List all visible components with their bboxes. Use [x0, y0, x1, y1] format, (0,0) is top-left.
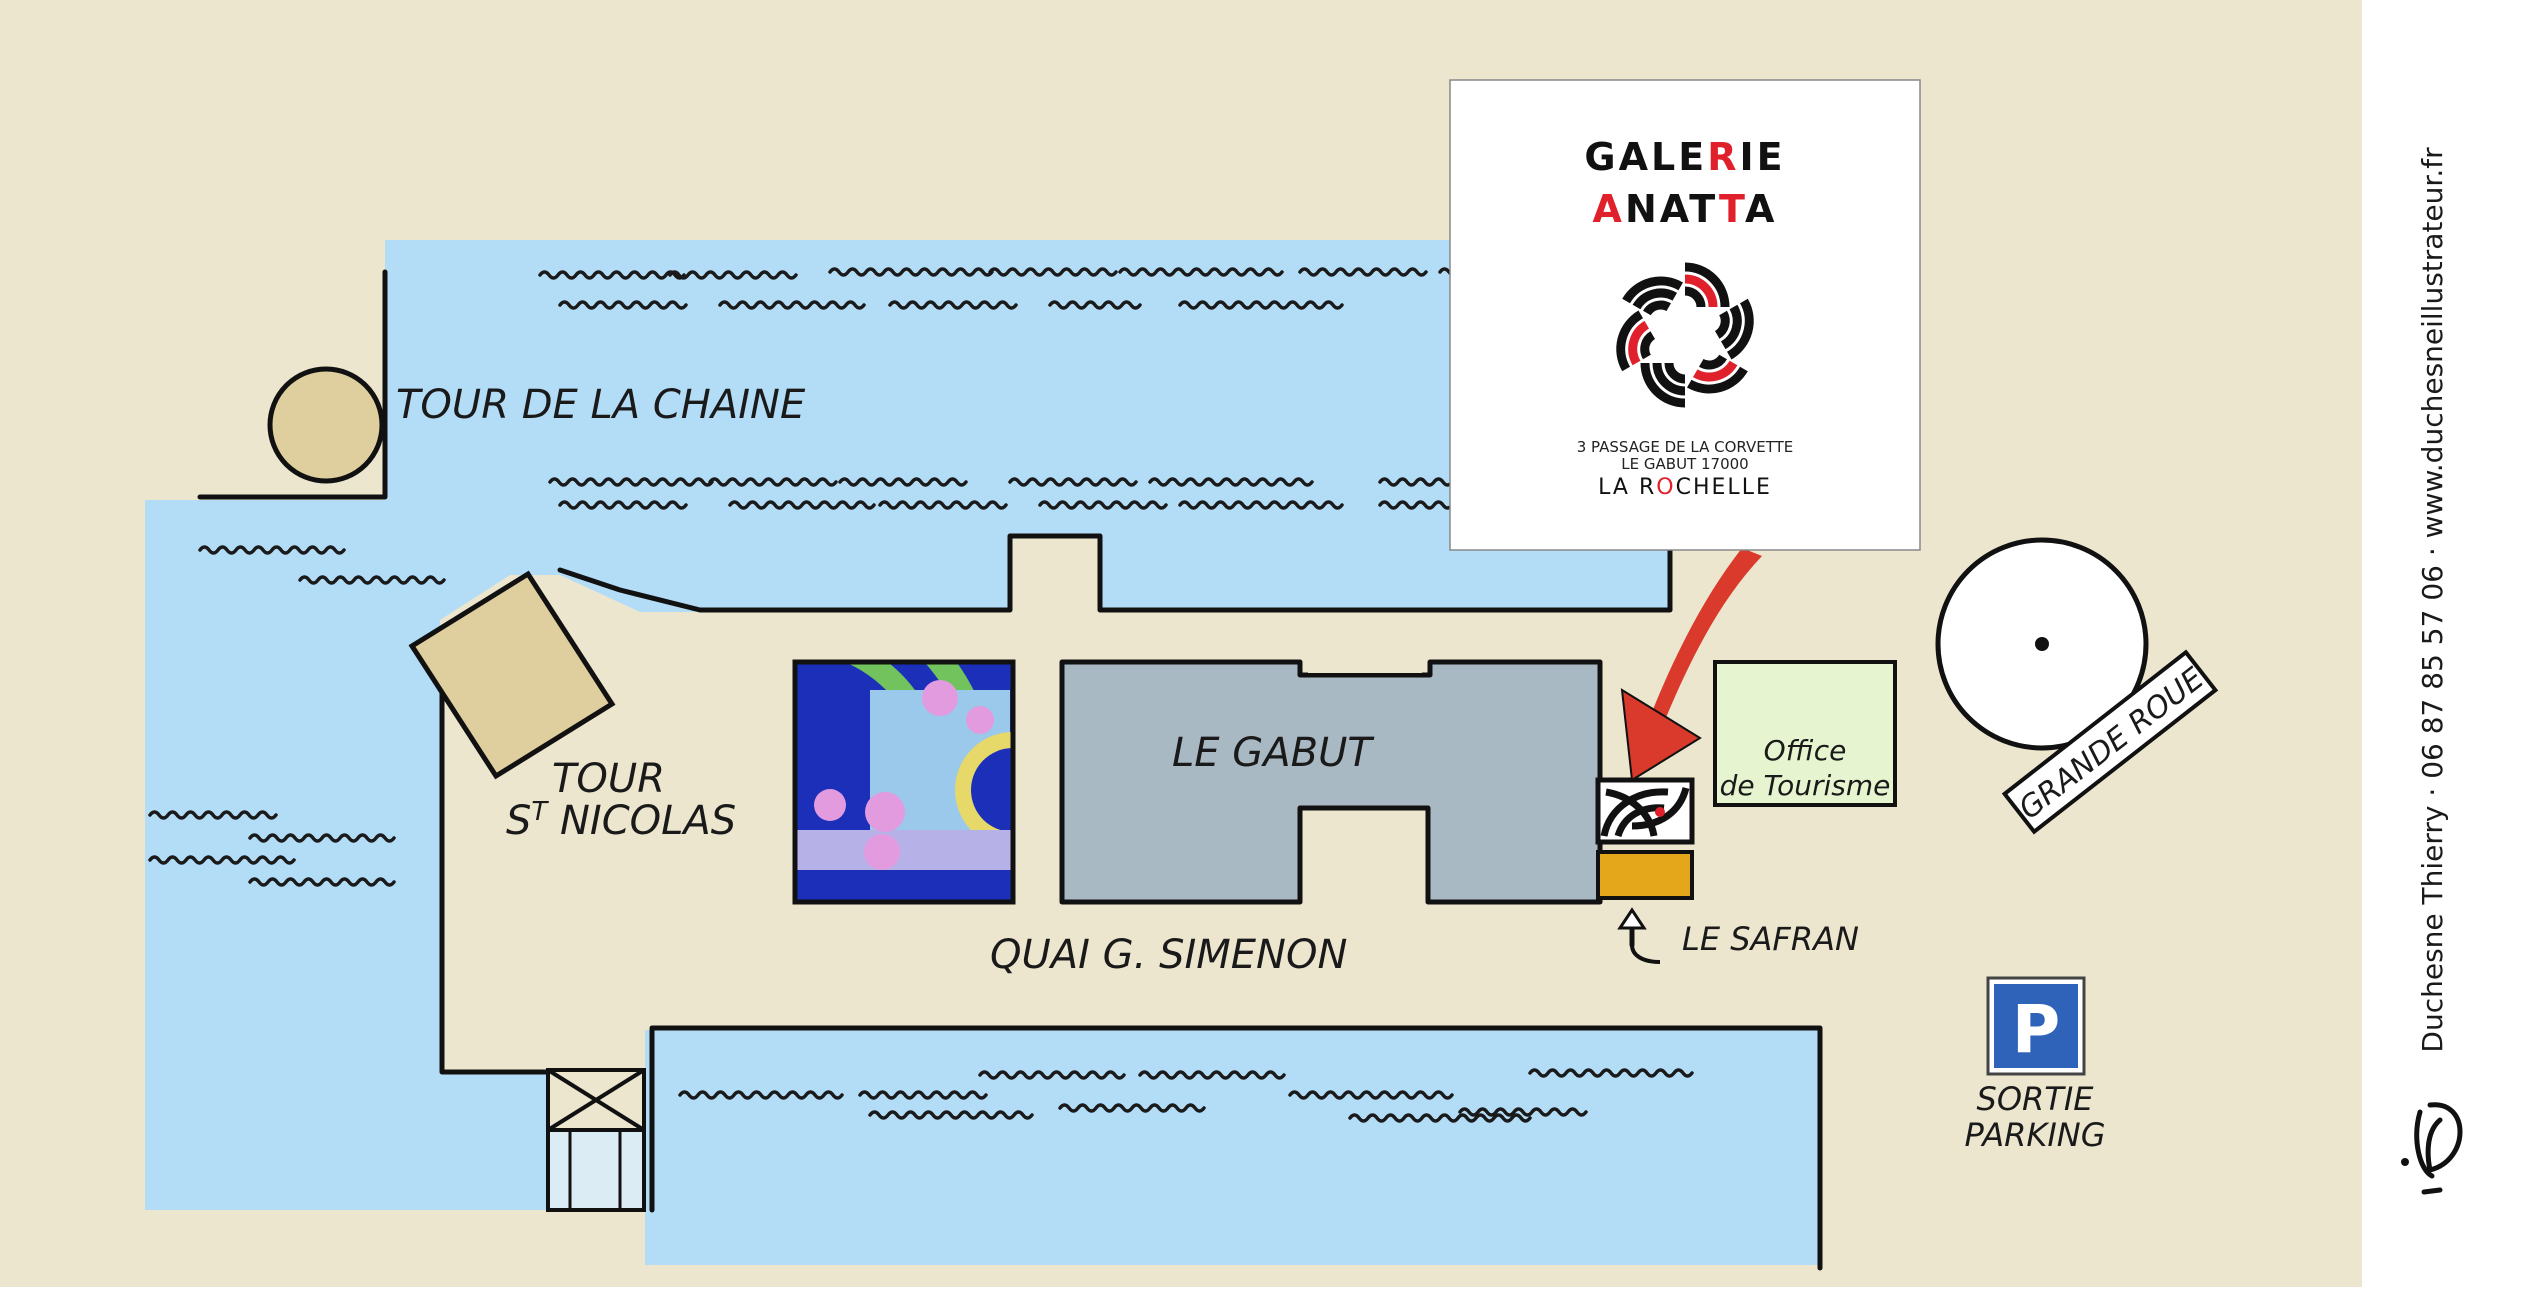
lock-bridge [546, 1068, 646, 1212]
tour-nicolas-icon [408, 570, 616, 780]
gallery-location [1595, 777, 1695, 845]
credit-text: Duchesne Thierry · 06 87 85 57 06 · www.… [2416, 147, 2449, 1053]
wave [148, 855, 296, 865]
spiral-star-logo-icon [1616, 262, 1754, 408]
wave [548, 477, 714, 487]
wave [1458, 1107, 1588, 1117]
middle-quay-outline [557, 533, 1673, 613]
wave [828, 267, 994, 277]
gallery-card: GALERIE ANATTA 3 PASSAGE DE LA CORVETTE … [1449, 79, 1921, 551]
wave [1298, 267, 1428, 277]
wave [678, 1090, 844, 1100]
gallery-name-line2: ANATTA [1593, 187, 1778, 231]
sortie-label: SORTIE [1977, 1080, 2095, 1118]
wave [148, 810, 278, 820]
wave [1138, 1070, 1286, 1080]
gallery-address-line1: 3 PASSAGE DE LA CORVETTE [1577, 438, 1794, 456]
arrow-up-icon [1617, 907, 1661, 964]
wave [1528, 1068, 1694, 1078]
wave [1048, 300, 1142, 310]
water-waves [148, 267, 1694, 1123]
le-gabut-building [1059, 659, 1603, 905]
le-safran-label: LE SAFRAN [1682, 920, 1859, 958]
wave [1178, 500, 1344, 510]
le-safran-building [1596, 850, 1694, 900]
wave [878, 500, 1008, 510]
office-tourisme-building [1713, 660, 1897, 807]
svg-text:P: P [2012, 991, 2060, 1068]
signature-icon [2401, 1102, 2463, 1195]
le-gabut-label: LE GABUT [1172, 730, 1375, 776]
parking-label: PARKING [1965, 1116, 2106, 1154]
gallery-city: LA ROCHELLE [1598, 475, 1772, 500]
wave [248, 877, 396, 887]
wave [538, 270, 686, 280]
wave [868, 1110, 1034, 1120]
wave [1148, 477, 1314, 487]
quai-label: QUAI G. SIMENON [990, 932, 1347, 978]
wave [1288, 1090, 1454, 1100]
wave [248, 833, 396, 843]
north-quay-outline [197, 269, 388, 500]
west-quay-outline [439, 657, 551, 1075]
wave [858, 1090, 988, 1100]
office-label-line1: Office [1764, 734, 1847, 767]
wave [1118, 267, 1284, 277]
wave [558, 300, 688, 310]
wave [978, 1070, 1126, 1080]
wave [1348, 1113, 1532, 1123]
tour-nicolas-label-line2: ST NICOLAS [506, 797, 736, 844]
gallery-name-line1: GALERIE [1584, 135, 1785, 179]
credit-strip [2362, 0, 2528, 1287]
south-quay-outline [649, 1025, 1823, 1271]
wave [728, 500, 876, 510]
wave [1178, 300, 1344, 310]
gallery-address-line2: LE GABUT 17000 [1621, 455, 1748, 473]
wave [198, 545, 346, 555]
tour-chaine-label: TOUR DE LA CHAINE [396, 382, 806, 428]
wave [708, 477, 838, 487]
wave [718, 300, 866, 310]
wave [298, 575, 446, 585]
parking-sign-icon: P [1986, 976, 2086, 1076]
wave [988, 267, 1118, 277]
wave [838, 477, 968, 487]
wave [1038, 500, 1168, 510]
painting-artwork [792, 659, 1016, 905]
wave [668, 270, 798, 280]
lower-harbor-water [645, 1030, 1820, 1265]
wave [888, 300, 1018, 310]
wave [1058, 1103, 1206, 1113]
tour-nicolas-label-line1: TOUR [552, 756, 665, 802]
wave [558, 500, 688, 510]
tour-chaine-icon [267, 366, 385, 484]
wave [1008, 477, 1138, 487]
office-label-line2: de Tourisme [1720, 769, 1891, 802]
upper-harbor-water [145, 240, 1670, 1210]
red-arrow-icon [1620, 548, 1762, 782]
